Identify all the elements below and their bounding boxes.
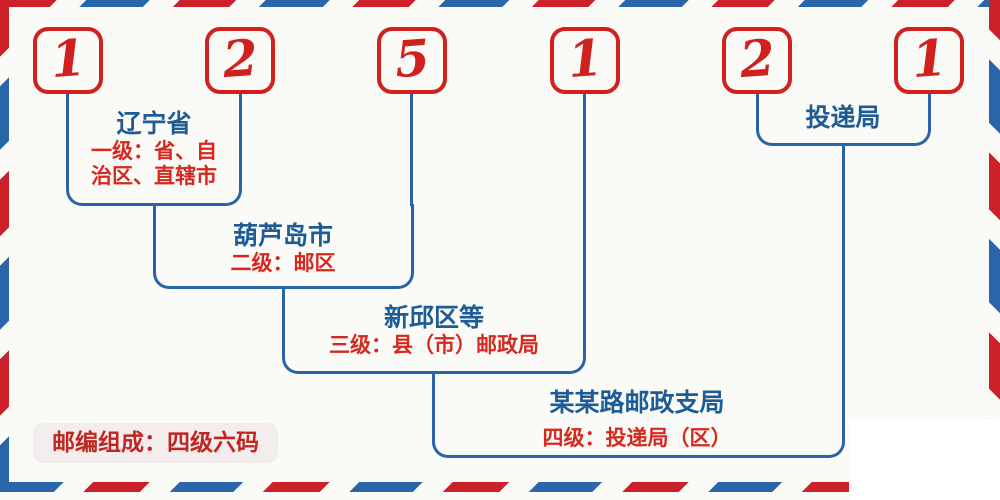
bracket-level-4 bbox=[432, 372, 845, 458]
digit-box-1: 1 bbox=[33, 27, 103, 94]
level-1-description-line-1: 一级：省、自 bbox=[91, 140, 217, 163]
delivery-office-label: 投递局 bbox=[805, 103, 880, 133]
digit-box-3: 5 bbox=[377, 27, 447, 94]
postal-digit-2: 2 bbox=[220, 27, 260, 89]
level-3-region-name: 新邱区等 bbox=[383, 303, 484, 332]
level-2-region-name: 葫芦岛市 bbox=[232, 221, 333, 250]
level-1-region-name: 辽宁省 bbox=[116, 109, 192, 138]
postal-code-composition-badge: 邮编组成：四级六码 bbox=[33, 423, 278, 463]
digit-box-5: 2 bbox=[722, 27, 792, 94]
postal-digit-3: 5 bbox=[392, 27, 432, 89]
digit-box-4: 1 bbox=[550, 27, 620, 94]
airmail-border-top bbox=[0, 0, 1000, 7]
postal-digit-5: 2 bbox=[737, 27, 777, 89]
level-3-description: 三级：县（市）邮政局 bbox=[329, 334, 539, 357]
connector-digit-3 bbox=[410, 94, 413, 206]
level-4-label: 某某路邮政支局 四级：投递局（区） bbox=[543, 388, 732, 451]
level-2-description: 二级：邮区 bbox=[230, 252, 336, 275]
postal-digit-6: 1 bbox=[909, 27, 949, 89]
connector-delivery-office bbox=[842, 144, 845, 374]
airmail-border-right bbox=[989, 0, 1000, 482]
bracket-delivery-office bbox=[756, 94, 931, 146]
postal-digit-1: 1 bbox=[48, 27, 88, 89]
level-4-description: 四级：投递局（区） bbox=[542, 427, 732, 450]
digit-box-2: 2 bbox=[205, 27, 275, 94]
level-4-region-name: 某某路邮政支局 bbox=[549, 388, 725, 417]
connector-digit-4 bbox=[583, 94, 586, 289]
level-2-label: 葫芦岛市 二级：邮区 bbox=[231, 221, 336, 276]
level-1-label: 辽宁省 一级：省、自 治区、直辖市 bbox=[91, 109, 217, 189]
digit-box-6: 1 bbox=[894, 27, 964, 94]
level-1-description-line-2: 治区、直辖市 bbox=[91, 165, 217, 188]
postal-digit-4: 1 bbox=[565, 27, 605, 89]
airmail-border-left bbox=[0, 0, 9, 482]
level-3-label: 新邱区等 三级：县（市）邮政局 bbox=[329, 303, 539, 358]
delivery-office-name: 投递局 bbox=[805, 103, 881, 132]
bottom-right-blank-patch bbox=[849, 419, 1000, 500]
airmail-border-bottom bbox=[0, 482, 1000, 492]
